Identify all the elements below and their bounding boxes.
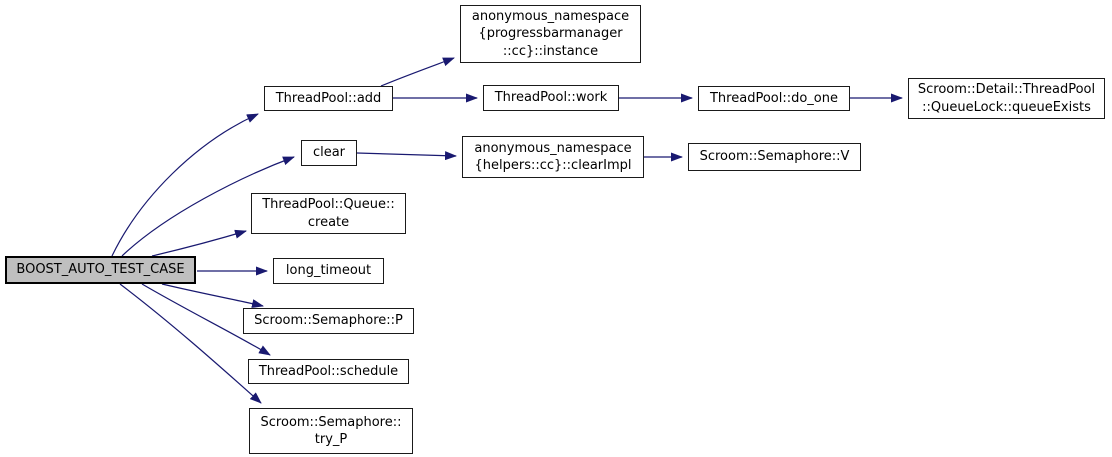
node-clear[interactable]: clear <box>301 140 357 166</box>
node-queuelock-queue-exists[interactable]: Scroom::Detail::ThreadPool ::QueueLock::… <box>908 78 1105 119</box>
node-label: long_timeout <box>285 263 372 279</box>
node-label: Scroom::Detail::ThreadPool <box>917 82 1096 97</box>
node-scroom-semaphore-try-p[interactable]: Scroom::Semaphore:: try_P <box>249 408 413 454</box>
edge-boost-schedule <box>141 283 271 356</box>
node-label: anonymous_namespace <box>474 140 632 156</box>
node-threadpool-queue-create[interactable]: ThreadPool::Queue:: create <box>251 193 406 234</box>
node-label: ThreadPool::Queue:: <box>262 197 395 212</box>
node-label: ThreadPool::add <box>275 90 382 106</box>
edge-boost-semaphore-p <box>161 283 264 308</box>
node-threadpool-do-one[interactable]: ThreadPool::do_one <box>698 86 850 111</box>
edge-boost-try-p <box>119 283 262 404</box>
node-label: create <box>307 214 350 230</box>
node-threadpool-work[interactable]: ThreadPool::work <box>483 85 619 111</box>
node-long-timeout[interactable]: long_timeout <box>273 258 384 284</box>
node-label: ThreadPool::schedule <box>258 363 399 379</box>
edge-boost-create <box>151 229 247 257</box>
node-label: {progressbarmanager <box>478 26 623 42</box>
node-scroom-semaphore-p[interactable]: Scroom::Semaphore::P <box>243 308 414 334</box>
edge-add-instance <box>380 57 455 87</box>
node-label: ThreadPool::do_one <box>709 90 838 106</box>
node-label: Scroom::Semaphore::V <box>699 149 850 165</box>
node-threadpool-add[interactable]: ThreadPool::add <box>264 86 393 111</box>
node-anonymous-namespace-progressbarmanager-instance[interactable]: anonymous_namespace {progressbarmanager … <box>460 5 641 63</box>
node-scroom-semaphore-v[interactable]: Scroom::Semaphore::V <box>688 143 861 171</box>
node-label: try_P <box>314 432 348 447</box>
node-threadpool-schedule[interactable]: ThreadPool::schedule <box>248 359 409 384</box>
edge-boost-clear <box>121 156 295 257</box>
node-label: clear <box>312 145 346 161</box>
node-label: ::QueueLock::queueExists <box>922 99 1091 115</box>
node-label: Scroom::Semaphore::P <box>254 313 403 329</box>
node-label: ThreadPool::work <box>494 90 608 106</box>
node-boost-auto-test-case: BOOST_AUTO_TEST_CASE <box>5 256 196 284</box>
edge-boost-add <box>111 113 259 257</box>
node-label: {helpers::cc}::clearImpl <box>474 158 632 173</box>
edge-clear-clear-impl <box>356 151 457 161</box>
node-anonymous-namespace-helpers-clear-impl[interactable]: anonymous_namespace {helpers::cc}::clear… <box>462 136 644 178</box>
node-label: ::cc}::instance <box>502 43 599 59</box>
node-label: BOOST_AUTO_TEST_CASE <box>16 262 185 278</box>
node-label: anonymous_namespace <box>471 8 630 24</box>
node-label: Scroom::Semaphore:: <box>260 414 402 430</box>
